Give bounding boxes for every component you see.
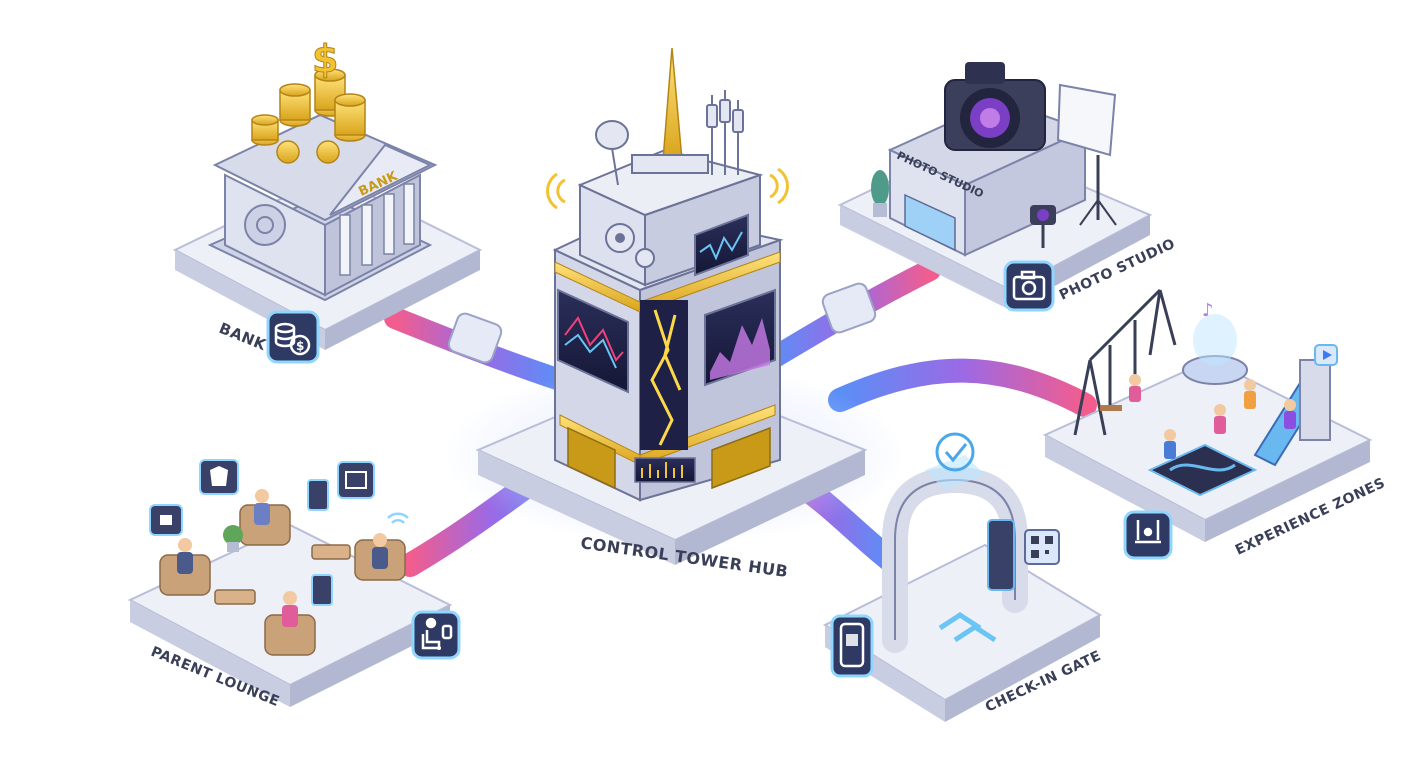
monitor-waveform-top xyxy=(694,213,749,277)
seated-person-icon xyxy=(421,617,453,650)
signal-waves-icon xyxy=(546,167,789,210)
zone-experience-zones[interactable]: ♪ EXPERIENCE ZONES xyxy=(1042,288,1388,560)
swing-seat xyxy=(1100,405,1122,411)
satellite-dish-icon xyxy=(595,120,629,186)
zone-check-in-gate[interactable]: CHECK-IN GATE xyxy=(822,432,1104,722)
energy-core xyxy=(640,300,688,450)
coins-dollar-icon xyxy=(274,322,311,356)
camera-icon xyxy=(944,62,1046,151)
badge-dollar-glyph: $ xyxy=(296,339,304,353)
checkmark-hologram-icon xyxy=(925,432,985,490)
studio-windows xyxy=(904,193,956,252)
bank-platform-side-right xyxy=(325,250,480,350)
play-mat-pattern xyxy=(1169,463,1236,472)
experience-zones-badge[interactable] xyxy=(1123,510,1173,560)
plant-icon xyxy=(871,170,889,217)
monitor-chart-right xyxy=(704,288,776,387)
control-tower-hub[interactable]: CONTROL TOWER HUB xyxy=(445,47,905,581)
camera-badge-icon xyxy=(1012,270,1046,301)
lounge-badge-bg xyxy=(411,610,461,660)
pipe-connector-bank xyxy=(447,312,503,364)
vault-dial xyxy=(256,216,274,234)
softbox-light-icon xyxy=(1056,83,1117,226)
monitor-chart-left xyxy=(557,288,629,394)
zone-bank[interactable]: BANK $ BANK $ xyxy=(172,37,483,364)
pipe-connector-photo xyxy=(821,282,877,334)
antenna-array-icon xyxy=(706,90,744,175)
people-figures xyxy=(177,489,388,627)
spire-base xyxy=(631,154,709,174)
potted-plant-icon xyxy=(223,525,243,552)
wifi-icon xyxy=(387,512,409,524)
qr-code-icon xyxy=(1024,529,1060,565)
children-figures xyxy=(1129,374,1296,459)
phone-icon xyxy=(311,574,333,606)
zone-parent-lounge[interactable]: PARENT LOUNGE xyxy=(127,459,461,710)
tshirt-icon xyxy=(199,459,239,495)
coffee-tables xyxy=(214,544,351,605)
hologram-beam xyxy=(1193,314,1237,366)
lightning-circuit xyxy=(650,309,682,446)
phone-qr-icon xyxy=(839,622,865,668)
interactive-play-mat xyxy=(1147,443,1258,497)
photo-studio-badge[interactable] xyxy=(1003,260,1055,312)
small-camera-icon xyxy=(1030,205,1056,248)
tower-spire xyxy=(662,47,683,161)
hub-platform-side-right xyxy=(675,450,865,565)
bank-label: BANK xyxy=(217,319,270,354)
experience-platform-side-right xyxy=(1205,440,1370,542)
photo-badge-bg xyxy=(1003,260,1055,312)
book-icon xyxy=(337,461,375,499)
bank-badge[interactable]: $ xyxy=(266,310,320,364)
gate-scanner-panel xyxy=(987,519,1015,591)
svg-text:♪: ♪ xyxy=(1202,300,1214,321)
lounge-platform-side-right xyxy=(290,605,450,707)
vault-door-icon xyxy=(244,204,286,246)
gold-trim xyxy=(554,251,781,466)
direction-chevrons xyxy=(938,612,997,643)
parent-lounge-badge[interactable] xyxy=(411,610,461,660)
coffee-cup-icon xyxy=(149,504,183,536)
hub-platform-side xyxy=(478,450,675,565)
dollar-sign-icon: $ xyxy=(312,37,338,81)
bank-columns xyxy=(339,183,415,276)
bank-pediment xyxy=(329,143,433,216)
swing-person-icon xyxy=(1135,520,1161,544)
equalizer-bars xyxy=(641,462,683,478)
music-note-icon: ♪ xyxy=(1202,300,1214,321)
zone-photo-studio[interactable]: PHOTO STUDIO xyxy=(837,62,1178,312)
gold-coins-icon xyxy=(251,68,366,164)
check-in-badge[interactable] xyxy=(830,614,874,678)
swing-set-icon xyxy=(1073,288,1177,436)
pipe-experience-zones xyxy=(828,358,1097,417)
lounge-platform-side xyxy=(130,600,290,707)
photo-platform-side xyxy=(840,205,1010,310)
tablet-icon xyxy=(307,479,329,511)
tower-doorways xyxy=(567,426,771,490)
play-video-icon xyxy=(1314,344,1338,366)
gear-icon xyxy=(605,223,655,268)
check-in-platform-side-right xyxy=(945,615,1100,722)
